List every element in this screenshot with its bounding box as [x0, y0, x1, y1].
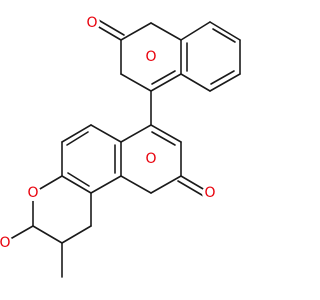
atom-label-background: [143, 151, 159, 167]
bond: [150, 73, 182, 92]
oxygen-atom-label: O: [204, 185, 215, 201]
bond: [150, 124, 182, 143]
bond: [90, 175, 122, 194]
bond: [150, 175, 182, 194]
bond: [150, 22, 182, 41]
bond: [61, 124, 92, 143]
bond: [61, 175, 92, 194]
bond: [61, 225, 92, 244]
bond: [151, 70, 176, 85]
atom-label-background: [84, 15, 100, 31]
oxygen-atom-label: O: [145, 49, 156, 65]
bond: [209, 21, 241, 41]
atom-label-background: [202, 185, 218, 201]
bond: [209, 73, 241, 92]
bond: [120, 175, 152, 194]
bond: [180, 21, 211, 41]
bond: [67, 172, 90, 187]
bond: [120, 73, 152, 92]
bond: [94, 17, 125, 36]
oxygen-atom-label: O: [86, 15, 97, 31]
atom-label-background: [25, 185, 41, 201]
oxygen-atom-label: O: [0, 235, 11, 251]
bond: [212, 28, 236, 43]
bond: [66, 131, 89, 146]
bond: [90, 124, 122, 143]
atom-labels: O O O O O O: [0, 15, 218, 251]
bond: [210, 70, 235, 85]
bond: [151, 131, 176, 146]
bond: [120, 22, 152, 41]
bond: [177, 180, 208, 199]
bond: [32, 225, 63, 244]
bond: [120, 124, 152, 143]
oxygen-atom-label: O: [145, 151, 156, 167]
atom-label-background: [143, 49, 159, 65]
bond: [180, 73, 211, 92]
atom-label-background: [0, 235, 13, 251]
bond-lines: [4, 17, 241, 278]
oxygen-atom-label: O: [27, 185, 38, 201]
molecule-structure-diagram: O O O O O O: [0, 15, 241, 278]
